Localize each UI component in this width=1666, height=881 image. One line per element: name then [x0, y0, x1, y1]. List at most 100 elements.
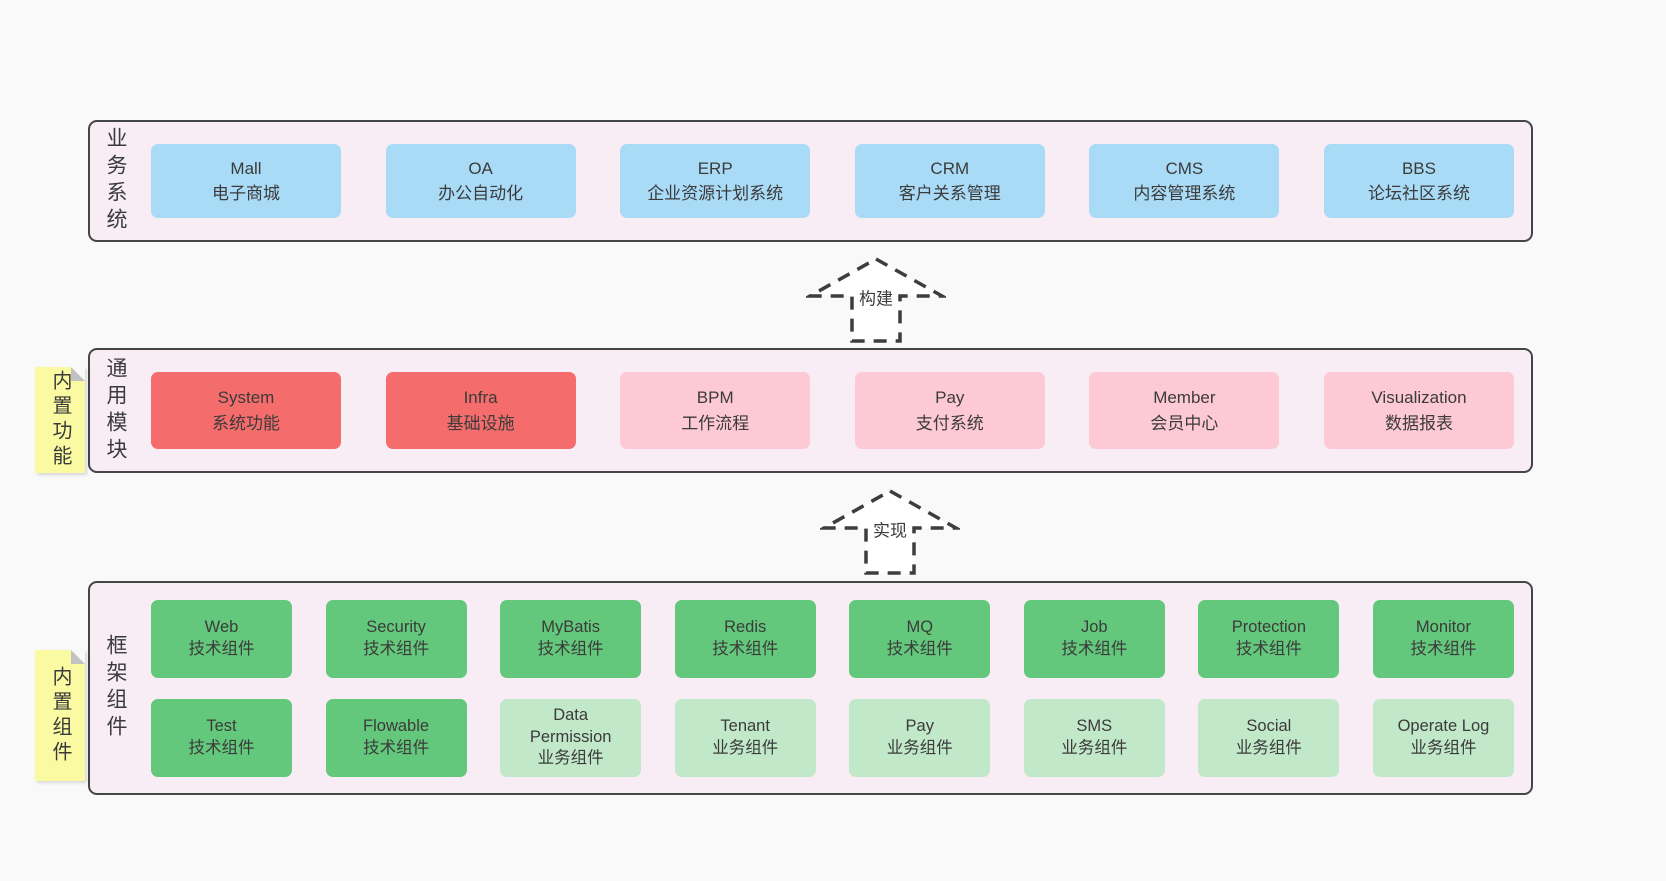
framework-layer-content: Web 技术组件 Security 技术组件 MyBatis 技术组件 Redi…	[139, 599, 1531, 777]
box-subtitle: 业务组件	[1410, 738, 1477, 757]
box-title: MQ	[906, 617, 934, 636]
implement-arrow-label: 实现	[870, 516, 910, 542]
business-box-cms: CMS 内容管理系统	[1089, 144, 1280, 218]
box-subtitle: 技术组件	[1235, 639, 1302, 658]
box-title: Monitor	[1415, 617, 1471, 636]
box-title: BBS	[1401, 158, 1436, 178]
module-box-system: System 系统功能	[151, 372, 341, 449]
box-title: Mall	[230, 158, 262, 178]
note-label: 内置组件	[49, 665, 71, 766]
build-arrow-label: 构建	[856, 284, 896, 310]
box-subtitle: 技术组件	[1410, 639, 1477, 658]
box-subtitle: 会员中心	[1150, 413, 1219, 433]
box-subtitle: 内容管理系统	[1133, 184, 1236, 203]
box-subtitle: 办公自动化	[438, 184, 524, 203]
box-subtitle: 支付系统	[915, 413, 984, 433]
box-title: Data Permission	[529, 705, 612, 746]
box-title: Security	[366, 617, 426, 636]
builtin-features-note: 内置功能	[35, 367, 85, 473]
box-title: Operate Log	[1397, 716, 1490, 735]
box-title: CRM	[930, 158, 970, 178]
framework-box-operate-log: Operate Log 业务组件	[1372, 698, 1514, 777]
box-subtitle: 业务组件	[1061, 738, 1128, 757]
box-title: System	[217, 388, 275, 407]
box-title: ERP	[697, 158, 733, 178]
framework-box-redis: Redis 技术组件	[674, 599, 816, 678]
box-subtitle: 技术组件	[1061, 639, 1128, 658]
framework-layer-label: 框架组件	[104, 634, 127, 742]
box-subtitle: 客户关系管理	[898, 184, 1001, 203]
framework-box-job: Job 技术组件	[1023, 599, 1165, 678]
framework-box-pay: Pay 业务组件	[849, 698, 991, 777]
module-box-infra: Infra 基础设施	[385, 372, 576, 449]
box-title: Redis	[724, 617, 767, 636]
business-systems-layer: 业务系统 Mall 电子商城 OA 办公自动化 ERP 企业资源计划系统 CRM…	[88, 120, 1533, 242]
box-title: Member	[1153, 388, 1216, 407]
box-title: MyBatis	[541, 617, 600, 636]
framework-box-monitor: Monitor 技术组件	[1372, 599, 1514, 678]
implement-arrow: 实现	[820, 488, 960, 576]
box-title: Test	[206, 716, 237, 735]
box-subtitle: 基础设施	[446, 413, 515, 433]
box-title: Web	[204, 617, 239, 636]
module-box-bpm: BPM 工作流程	[620, 372, 811, 449]
framework-box-sms: SMS 业务组件	[1023, 698, 1165, 777]
module-box-member: Member 会员中心	[1089, 372, 1280, 449]
business-box-crm: CRM 客户关系管理	[854, 144, 1045, 218]
box-title: Job	[1081, 617, 1108, 636]
business-box-mall: Mall 电子商城	[151, 144, 341, 218]
note-label: 内置功能	[49, 370, 71, 470]
framework-box-data-permission: Data Permission 业务组件	[500, 698, 642, 777]
build-arrow: 构建	[806, 256, 946, 344]
box-subtitle: 技术组件	[188, 738, 255, 757]
business-box-erp: ERP 企业资源计划系统	[620, 144, 811, 218]
framework-box-flowable: Flowable 技术组件	[325, 698, 467, 777]
framework-box-social: Social 业务组件	[1198, 698, 1340, 777]
box-subtitle: 工作流程	[681, 413, 750, 433]
module-box-visualization: Visualization 数据报表	[1323, 372, 1514, 449]
framework-box-mybatis: MyBatis 技术组件	[500, 599, 642, 678]
box-title: Protection	[1231, 617, 1307, 636]
box-title: Pay	[905, 716, 934, 735]
box-subtitle: 技术组件	[712, 639, 779, 658]
modules-layer-content: System 系统功能 Infra 基础设施 BPM 工作流程 Pay 支付系统…	[139, 372, 1531, 449]
box-subtitle: 技术组件	[188, 639, 255, 658]
box-title: BPM	[696, 388, 734, 407]
box-title: Visualization	[1371, 388, 1467, 407]
box-subtitle: 技术组件	[886, 639, 953, 658]
box-subtitle: 技术组件	[537, 639, 604, 658]
framework-box-mq: MQ 技术组件	[849, 599, 991, 678]
box-title: Tenant	[720, 716, 770, 735]
box-title: Flowable	[363, 716, 430, 735]
framework-components-layer: 框架组件 Web 技术组件 Security 技术组件 MyBatis 技术组件…	[88, 581, 1533, 795]
box-title: Social	[1246, 716, 1292, 735]
box-subtitle: 技术组件	[363, 738, 430, 757]
box-subtitle: 业务组件	[1235, 738, 1302, 757]
box-subtitle: 企业资源计划系统	[647, 184, 784, 203]
framework-box-tenant: Tenant 业务组件	[674, 698, 816, 777]
framework-box-test: Test 技术组件	[151, 698, 292, 777]
common-modules-layer: 通用模块 System 系统功能 Infra 基础设施 BPM 工作流程 Pay…	[88, 348, 1533, 473]
box-subtitle: 业务组件	[712, 738, 779, 757]
box-title: Infra	[463, 388, 498, 407]
box-title: OA	[468, 158, 493, 178]
box-title: CMS	[1165, 158, 1204, 178]
box-subtitle: 数据报表	[1384, 413, 1453, 433]
box-title: Pay	[935, 388, 965, 407]
business-box-oa: OA 办公自动化	[385, 144, 576, 218]
business-layer-label: 业务系统	[104, 127, 127, 235]
module-box-pay: Pay 支付系统	[854, 372, 1045, 449]
framework-box-security: Security 技术组件	[325, 599, 467, 678]
builtin-components-note: 内置组件	[35, 650, 85, 781]
framework-box-protection: Protection 技术组件	[1198, 599, 1340, 678]
box-subtitle: 电子商城	[212, 184, 280, 203]
framework-box-web: Web 技术组件	[151, 599, 292, 678]
box-title: SMS	[1076, 716, 1113, 735]
box-subtitle: 业务组件	[537, 749, 604, 768]
box-subtitle: 论坛社区系统	[1367, 184, 1470, 203]
business-layer-content: Mall 电子商城 OA 办公自动化 ERP 企业资源计划系统 CRM 客户关系…	[139, 144, 1531, 218]
box-subtitle: 技术组件	[363, 639, 430, 658]
business-box-bbs: BBS 论坛社区系统	[1323, 144, 1514, 218]
box-subtitle: 业务组件	[886, 738, 953, 757]
